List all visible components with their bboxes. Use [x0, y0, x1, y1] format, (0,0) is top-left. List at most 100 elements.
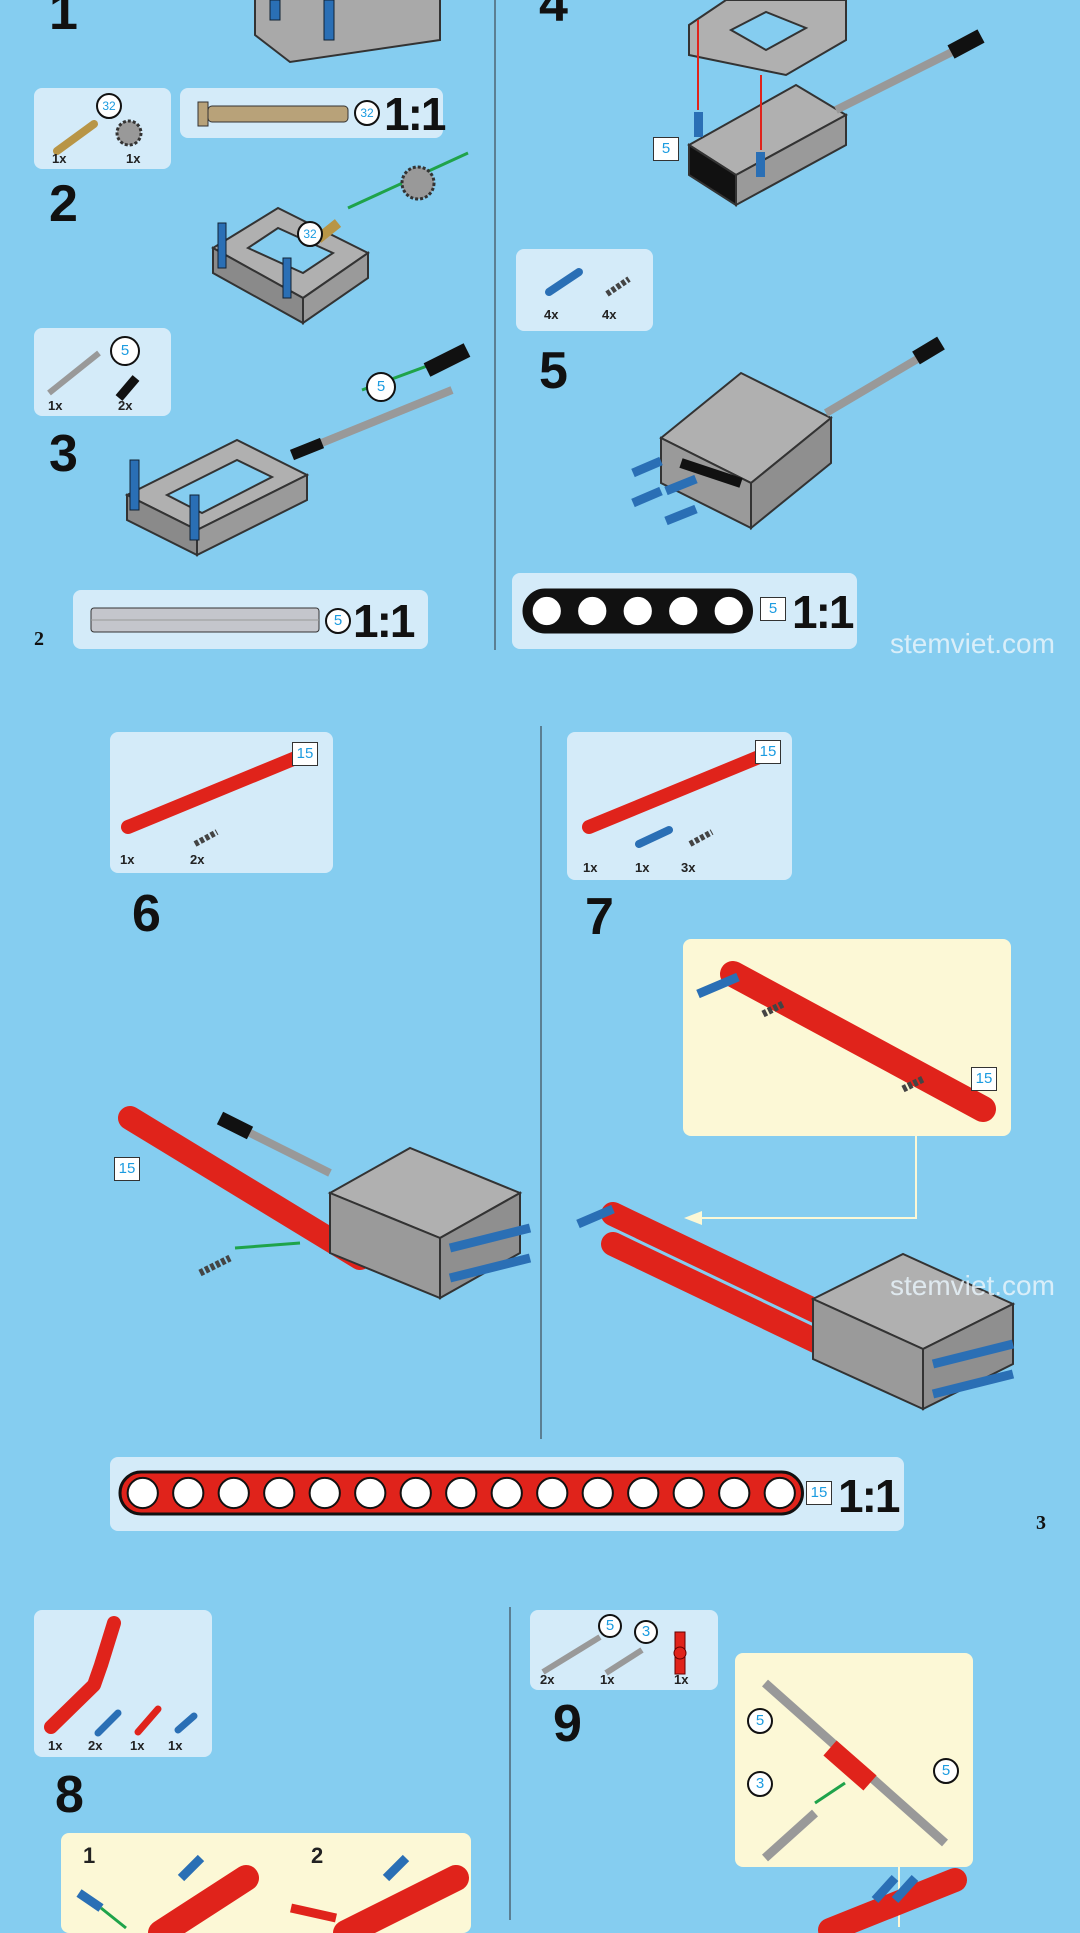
step6-assembly	[118, 1106, 532, 1300]
beam-hole	[536, 1476, 569, 1510]
page2-divider	[494, 0, 496, 650]
black-beam-5-scale	[522, 588, 753, 634]
step-number-3: 3	[49, 425, 78, 483]
axle-scale	[90, 607, 320, 633]
step2-parts-box: 32 1x 1x	[34, 88, 171, 169]
step-scale-box-15: 15 1:1	[110, 1457, 904, 1531]
beam-hole	[627, 1476, 660, 1510]
axle-icon	[47, 350, 101, 396]
connector-pin-icon	[688, 829, 714, 847]
callout-connector-arrow	[684, 1136, 917, 1225]
qty-label: 1x	[48, 398, 63, 413]
length-callout: 32	[354, 100, 380, 126]
step-number-8: 8	[55, 1766, 84, 1824]
blue-pin-icon	[94, 1709, 122, 1737]
qty-label: 1x	[120, 852, 135, 867]
qty-label: 1x	[126, 151, 141, 166]
step9-parts-box: 5 3 2x 1x 1x	[530, 1610, 718, 1690]
page-number: 2	[34, 628, 44, 650]
beam-hole	[621, 594, 654, 628]
beam-hole	[581, 1476, 614, 1510]
step7-callout-box: 15	[683, 939, 1011, 1136]
scale-ratio: 1:1	[792, 586, 855, 638]
length-callout: 5	[366, 372, 396, 402]
length-callout: 3	[634, 1620, 658, 1644]
beam-hole	[763, 1476, 796, 1510]
qty-label: 1x	[600, 1672, 615, 1687]
qty-label: 1x	[48, 1738, 63, 1753]
beam-hole	[718, 1476, 751, 1510]
beam-hole	[712, 594, 745, 628]
step8-parts-box: 1x 2x 1x 1x	[34, 1610, 212, 1757]
length-label: 15	[114, 1157, 140, 1181]
step3-parts-box: 5 1x 2x	[34, 328, 171, 416]
scale-ratio: 1:1	[384, 88, 447, 140]
beam-hole	[399, 1476, 432, 1510]
length-callout: 3	[747, 1771, 773, 1797]
beam-hole	[530, 594, 563, 628]
step2-scale-box: 32 1:1	[180, 88, 447, 140]
qty-label: 4x	[602, 307, 617, 322]
step-number-6: 6	[132, 885, 161, 943]
red-beam-15-icon	[121, 750, 305, 834]
red-pin-icon	[134, 1705, 162, 1736]
qty-label: 1x	[583, 860, 598, 875]
length-callout: 5	[325, 608, 351, 634]
length-label: 15	[292, 742, 318, 766]
qty-label: 1x	[130, 1738, 145, 1753]
step-number-1: 1	[49, 0, 78, 41]
qty-label: 1x	[674, 1672, 689, 1687]
beam-hole	[445, 1476, 478, 1510]
length-label: 15	[806, 1481, 832, 1505]
axle-cross-assembly	[761, 1679, 948, 1862]
scale-ratio: 1:1	[353, 595, 416, 647]
page4-divider	[509, 1607, 511, 1920]
red-beam-15-scale	[118, 1470, 804, 1516]
substep-number: 2	[311, 1843, 324, 1868]
blue-pin-short-icon	[174, 1712, 198, 1734]
step-number-9: 9	[553, 1695, 582, 1753]
length-callout: 5	[747, 1708, 773, 1734]
step5-assembly	[631, 336, 945, 531]
beam-hole	[576, 594, 609, 628]
step8-subassembly-box: 1 2	[61, 1833, 471, 1933]
step6-parts-box: 15 1x 2x	[110, 732, 333, 873]
qty-label: 2x	[190, 852, 205, 867]
step7-parts-box: 15 1x 1x 3x	[567, 732, 792, 880]
qty-label: 2x	[118, 398, 133, 413]
step-number-5: 5	[539, 342, 568, 400]
axle-3-icon	[604, 1647, 644, 1676]
step-number-4: 4	[539, 0, 568, 33]
step-number-7: 7	[585, 888, 614, 946]
bushing-icon	[115, 375, 140, 401]
length-label: 5	[760, 597, 786, 621]
step-number-2: 2	[49, 175, 78, 233]
substep1-drawing	[76, 1854, 259, 1933]
length-callout: 5	[110, 336, 140, 366]
red-beam-15-icon	[582, 750, 766, 834]
substep-number: 1	[83, 1843, 96, 1868]
axle-pin-scale	[197, 101, 349, 127]
page3-divider	[540, 726, 542, 1439]
step5-scale-box: 5 1:1	[512, 573, 857, 649]
step9-assembly-partial	[818, 1868, 967, 1933]
length-callout: 5	[598, 1614, 622, 1638]
step5-parts-box: 4x 4x	[516, 249, 653, 331]
beam-hole	[126, 1476, 159, 1510]
qty-label: 4x	[544, 307, 559, 322]
step2-assembly	[211, 151, 469, 325]
beam-hole	[667, 594, 700, 628]
step7-assembly	[576, 1202, 1016, 1411]
watermark: stemviet.com	[890, 628, 1055, 659]
beam-hole	[490, 1476, 523, 1510]
beam-hole	[172, 1476, 205, 1510]
length-callout: 32	[297, 221, 323, 247]
qty-label: 1x	[635, 860, 650, 875]
red-beam-with-pins	[696, 961, 996, 1122]
length-label: 15	[971, 1067, 997, 1091]
axle-pin-icon	[53, 120, 98, 155]
red-bent-beam-icon	[44, 1616, 121, 1734]
length-label: 5	[653, 137, 679, 161]
beam-hole	[263, 1476, 296, 1510]
beam-hole	[217, 1476, 250, 1510]
